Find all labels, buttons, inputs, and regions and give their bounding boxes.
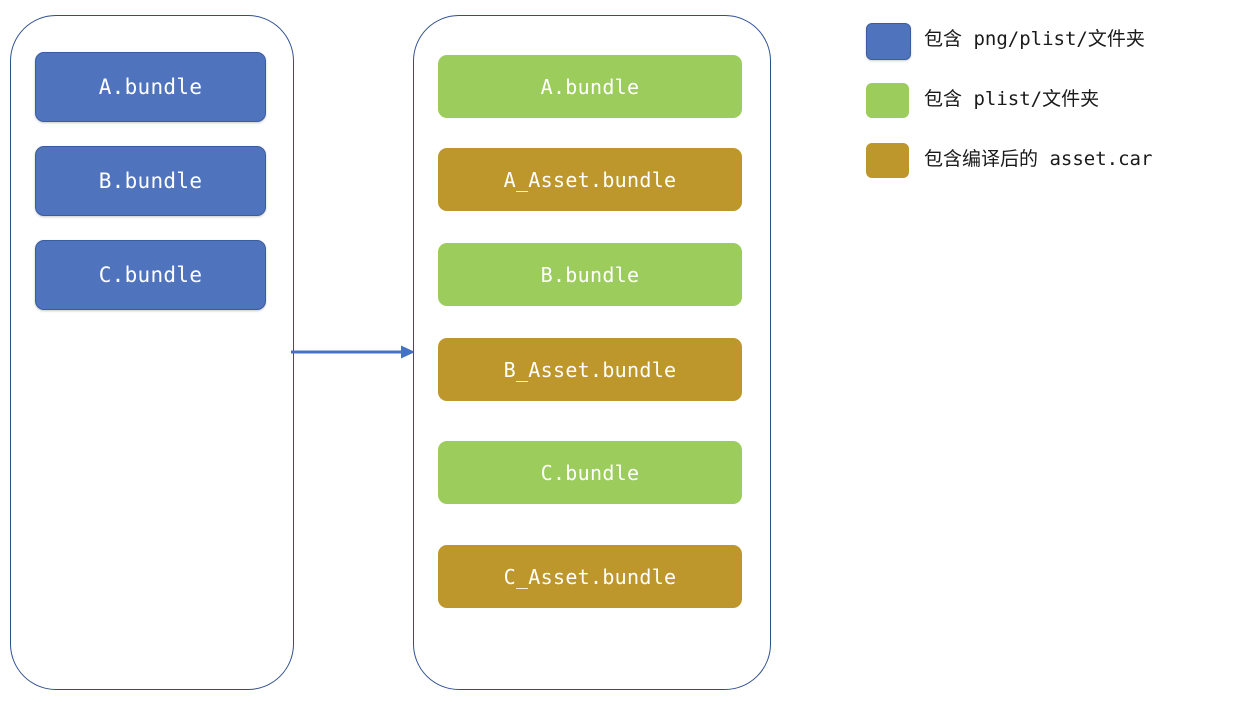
legend-swatch-gold-icon bbox=[866, 143, 909, 178]
legend-item-blue: 包含 png/plist/文件夹 bbox=[866, 16, 1232, 76]
left-bundle-chip-b[interactable]: B.bundle bbox=[35, 146, 266, 216]
legend: 包含 png/plist/文件夹 包含 plist/文件夹 包含编译后的 ass… bbox=[866, 16, 1232, 196]
left-bundle-chip-c[interactable]: C.bundle bbox=[35, 240, 266, 310]
legend-swatch-blue-icon bbox=[866, 23, 911, 60]
right-bundle-chip-b[interactable]: B.bundle bbox=[438, 243, 742, 306]
right-bundle-chip-a[interactable]: A.bundle bbox=[438, 55, 742, 118]
left-bundle-container bbox=[10, 15, 294, 690]
legend-item-gold: 包含编译后的 asset.car bbox=[866, 136, 1232, 196]
legend-item-green: 包含 plist/文件夹 bbox=[866, 76, 1232, 136]
legend-swatch-green-icon bbox=[866, 83, 909, 118]
right-bundle-chip-a-asset[interactable]: A_Asset.bundle bbox=[438, 148, 742, 211]
right-bundle-chip-c[interactable]: C.bundle bbox=[438, 441, 742, 504]
legend-label-green: 包含 plist/文件夹 bbox=[924, 88, 1100, 110]
transform-arrow-icon bbox=[291, 344, 415, 360]
legend-label-gold: 包含编译后的 asset.car bbox=[924, 148, 1153, 170]
left-bundle-chip-a[interactable]: A.bundle bbox=[35, 52, 266, 122]
legend-label-blue: 包含 png/plist/文件夹 bbox=[924, 28, 1145, 50]
right-bundle-chip-b-asset[interactable]: B_Asset.bundle bbox=[438, 338, 742, 401]
right-bundle-chip-c-asset[interactable]: C_Asset.bundle bbox=[438, 545, 742, 608]
